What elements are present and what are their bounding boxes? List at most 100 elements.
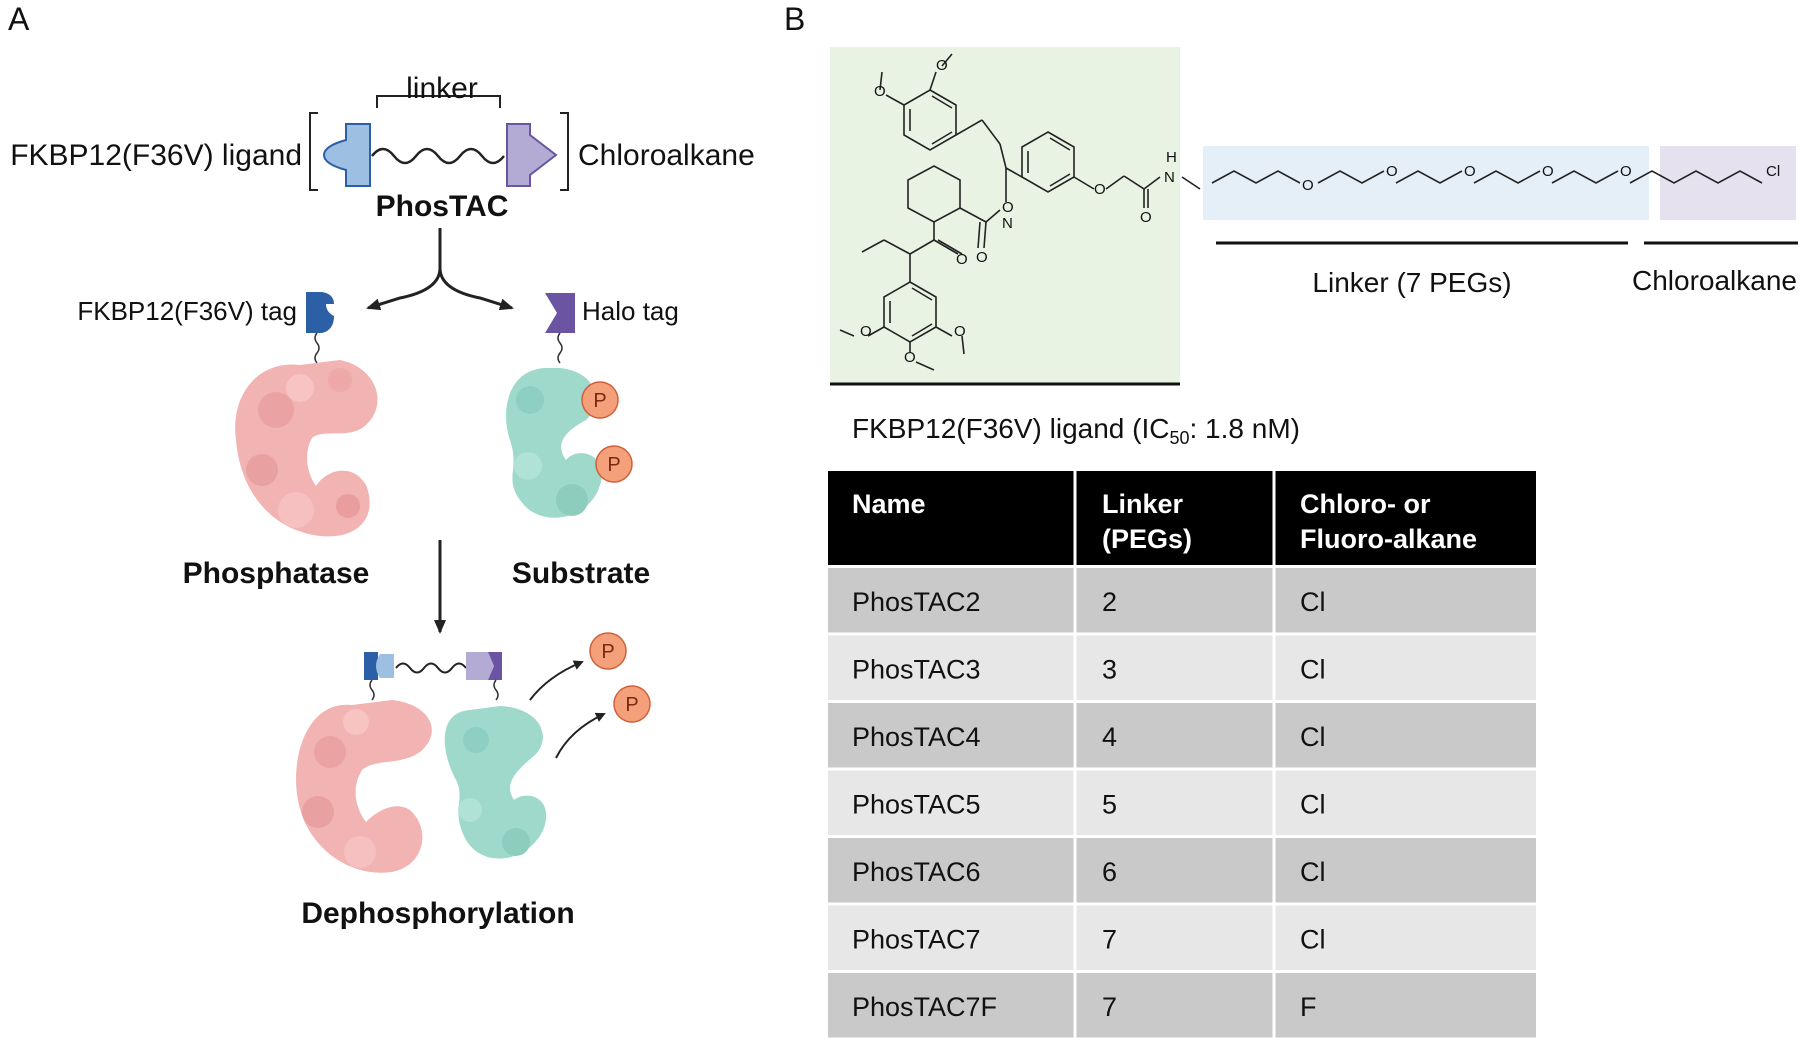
table-row: PhosTAC3 3 Cl [828, 635, 1536, 700]
svg-text:O: O [860, 323, 872, 340]
ternary-complex [364, 652, 502, 701]
phostac-schematic: linker FKBP12(F36V) ligand Chloroalkane … [10, 72, 755, 223]
table-row: PhosTAC7 7 Cl [828, 905, 1536, 970]
substrate-bound [444, 706, 547, 859]
header-alkane: Chloro- or [1300, 489, 1431, 519]
fkbp-tag-label: FKBP12(F36V) tag [77, 296, 297, 326]
svg-text:O: O [874, 83, 886, 100]
chemical-structure [839, 53, 1763, 371]
svg-text:P: P [601, 641, 614, 663]
chloroalkane-structure-label: Chloroalkane [1632, 265, 1797, 296]
svg-text:O: O [956, 251, 968, 268]
svg-text:O: O [1386, 163, 1398, 180]
chloro-highlight [1660, 146, 1796, 220]
phostac-table: Name Linker (PEGs) Chloro- or Fluoro-alk… [828, 471, 1536, 1038]
table-cell: Cl [1300, 924, 1326, 954]
svg-text:Cl: Cl [1766, 163, 1780, 180]
table-cell: 2 [1102, 587, 1117, 617]
linker-peg-label: Linker (7 PEGs) [1312, 267, 1511, 298]
svg-text:N: N [1164, 169, 1175, 186]
svg-text:O: O [1542, 163, 1554, 180]
table-cell: Cl [1300, 789, 1326, 819]
release-arrow-1 [529, 660, 584, 701]
table-cell: PhosTAC2 [852, 587, 981, 617]
svg-text:O: O [976, 249, 988, 266]
table-cell: PhosTAC7 [852, 924, 981, 954]
table-cell: 5 [1102, 789, 1117, 819]
table-cell: Cl [1300, 857, 1326, 887]
svg-text:P: P [593, 390, 606, 412]
released-phospho-2: P [613, 685, 651, 723]
phostac-name: PhosTAC [376, 190, 509, 223]
ligand-highlight [830, 47, 1180, 383]
halo-tag [545, 293, 575, 364]
svg-text:P: P [625, 694, 638, 716]
table-cell: Cl [1300, 587, 1326, 617]
substrate-protein [506, 368, 602, 518]
header-alkane-2: Fluoro-alkane [1300, 524, 1477, 554]
released-phospho-1: P [589, 632, 627, 670]
svg-text:O: O [954, 323, 966, 340]
table-row: PhosTAC4 4 Cl [828, 703, 1536, 768]
svg-text:O: O [1302, 177, 1314, 194]
panel-label-a: A [8, 1, 30, 37]
structure-atoms: O O O O N H O O N O O O O O O O O O Cl [860, 57, 1780, 366]
linker-label: linker [406, 72, 478, 105]
wavy-linker [371, 147, 505, 165]
header-name: Name [852, 489, 926, 519]
table-cell: PhosTAC5 [852, 789, 981, 819]
table-row: PhosTAC6 6 Cl [828, 838, 1536, 903]
left-square-bracket [309, 112, 318, 191]
svg-text:O: O [1094, 181, 1106, 198]
right-square-bracket [560, 112, 569, 191]
table-cell: 7 [1102, 924, 1117, 954]
table-cell: 6 [1102, 857, 1117, 887]
table-row: PhosTAC2 2 Cl [828, 568, 1536, 633]
table-row: PhosTAC5 5 Cl [828, 770, 1536, 835]
phosphatase-protein [235, 360, 378, 537]
linker-bracket [376, 95, 501, 108]
svg-text:O: O [904, 349, 916, 366]
substrate-label: Substrate [512, 557, 650, 590]
table-row: PhosTAC7F 7 F [828, 973, 1536, 1038]
release-arrow-2 [555, 712, 606, 759]
fkbp-ligand-shape [322, 123, 371, 187]
table-cell: PhosTAC4 [852, 722, 981, 752]
table-cell: 7 [1102, 992, 1117, 1022]
svg-text:O: O [1002, 199, 1014, 216]
panel-label-b: B [784, 1, 805, 37]
header-linker-unit: (PEGs) [1102, 524, 1192, 554]
table-cell: PhosTAC6 [852, 857, 981, 887]
phospho-group-1: P [581, 381, 619, 419]
linker-highlight [1203, 146, 1649, 220]
chloroalkane-label: Chloroalkane [578, 139, 755, 172]
svg-text:O: O [1620, 163, 1632, 180]
chloroalkane-shape [506, 123, 558, 187]
fkbp-ligand-label: FKBP12(F36V) ligand [10, 139, 302, 172]
table-cell: Cl [1300, 654, 1326, 684]
svg-text:N: N [1002, 215, 1013, 232]
table-cell: F [1300, 992, 1317, 1022]
table-cell: 3 [1102, 654, 1117, 684]
phosphatase-label: Phosphatase [183, 557, 370, 590]
phosphatase-bound [296, 700, 432, 873]
svg-text:O: O [1464, 163, 1476, 180]
table-cell: PhosTAC3 [852, 654, 981, 684]
fkbp-tag [306, 292, 334, 364]
svg-text:H: H [1166, 149, 1177, 166]
table-cell: Cl [1300, 722, 1326, 752]
header-linker: Linker [1102, 489, 1184, 519]
svg-text:O: O [936, 57, 948, 74]
dephosphorylation-label: Dephosphorylation [301, 897, 574, 930]
ligand-ic50-label: FKBP12(F36V) ligand (IC50: 1.8 nM) [852, 413, 1300, 448]
svg-text:O: O [1140, 209, 1152, 226]
table-cell: 4 [1102, 722, 1117, 752]
svg-text:P: P [607, 454, 620, 476]
table-cell: PhosTAC7F [852, 992, 997, 1022]
phospho-group-2: P [595, 445, 633, 483]
halo-tag-label: Halo tag [582, 296, 679, 326]
split-arrow [366, 228, 514, 311]
table-header [828, 471, 1536, 565]
